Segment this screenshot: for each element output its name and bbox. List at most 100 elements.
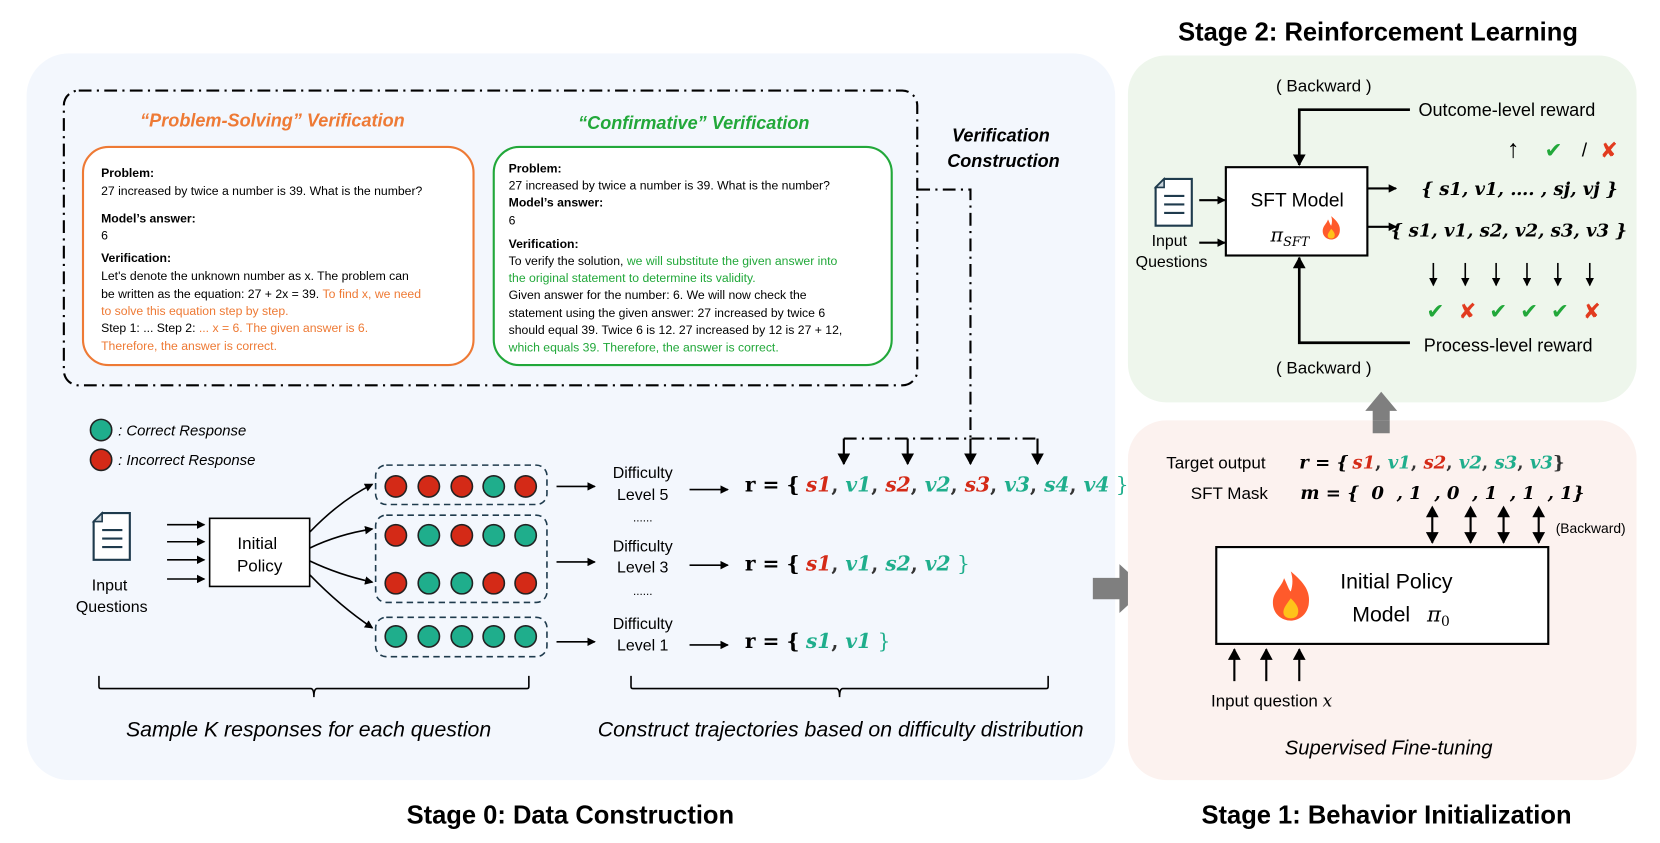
supervised-finetuning-caption: Supervised Fine-tuning: [1285, 738, 1494, 760]
separator: ,: [1446, 452, 1459, 473]
outcome-feedback-line: [1292, 108, 1410, 167]
input-questions-label: Input Questions: [76, 578, 148, 616]
trajectory-token: s1: [805, 473, 831, 497]
cross-icon: ✘: [1458, 299, 1476, 323]
correct-response-dot: [514, 625, 538, 648]
check-icon: ✔: [1427, 299, 1445, 323]
verification-text-line: Model’s answer:: [509, 196, 604, 210]
separator: ,: [1482, 452, 1495, 473]
r-prefix: r = {: [745, 551, 800, 575]
trajectory-token: s4: [1043, 473, 1069, 497]
field-heading: Model’s answer:: [101, 212, 196, 226]
brace-construct: [630, 675, 1049, 698]
legend-incorrect-dot: [89, 448, 113, 472]
incorrect-response-dot: [417, 474, 441, 498]
outcome-slash: /: [1582, 141, 1588, 162]
separator: ,: [1030, 473, 1044, 497]
closing-brace: }: [1109, 473, 1128, 497]
brace-sample: [98, 675, 530, 698]
incorrect-response-dot: [450, 474, 474, 498]
verification-insert-arrows: [837, 438, 1044, 466]
verification-text-line: be written as the equation: 27 + 2x = 39…: [101, 287, 421, 301]
text-segment: Step 1: ... Step 2:: [101, 321, 199, 335]
trajectory-token: v1: [845, 629, 871, 653]
verification-text-line: should equal 39. Twice 6 is 12. 27 incre…: [509, 323, 843, 337]
input-question-arrows: [1227, 648, 1306, 682]
verification-text-line: 6: [509, 214, 516, 228]
highlighted-text: which equals 39. Therefore, the answer i…: [508, 340, 779, 354]
initial-policy-model-box: [1215, 546, 1550, 645]
sampled-response-groups: [374, 464, 548, 658]
trajectory-formula: r = {s1, v1 }: [745, 629, 891, 653]
highlighted-text: to solve this equation step by step.: [101, 304, 288, 318]
target-token: s2: [1422, 452, 1446, 473]
verification-text-line: the original statement to determine its …: [509, 271, 756, 285]
check-icon: ✔: [1489, 299, 1507, 323]
separator: ,: [831, 473, 845, 497]
response-group: [374, 616, 548, 658]
verification-text-line: To verify the solution, we will substitu…: [509, 254, 838, 268]
stage0-title: Stage 0: Data Construction: [407, 802, 735, 830]
field-heading: Verification:: [101, 251, 171, 265]
confirmative-title: “Confirmative” Verification: [578, 113, 809, 133]
separator: ,: [1411, 452, 1424, 473]
output-example-trajectory: { s1, v1, s2, v2, s3, v3 }: [1391, 220, 1627, 241]
verification-text-line: to solve this equation step by step.: [101, 304, 288, 318]
ellipsis: ......: [633, 512, 652, 525]
verification-text-line: Step 1: ... Step 2: ... x = 6. The given…: [101, 321, 368, 335]
target-prefix: r = {: [1299, 452, 1348, 473]
stage1-backward-label: (Backward): [1556, 520, 1626, 536]
correct-response-dot: [482, 474, 506, 498]
text-segment: should equal 39. Twice 6 is 12. 27 incre…: [509, 323, 843, 337]
process-rewards: ✔✘✔✔✔✘: [1427, 262, 1601, 323]
verification-construction-label: Verification Construction: [947, 126, 1059, 172]
initial-policy-label: Initial Policy: [237, 534, 283, 575]
response-group: [374, 514, 548, 604]
correct-response-dot: [417, 625, 441, 648]
trajectory-token: v4: [1084, 473, 1110, 497]
trajectory-token: v1: [845, 551, 871, 575]
target-token: v1: [1388, 452, 1411, 473]
separator: ,: [911, 473, 925, 497]
separator: }: [1553, 452, 1565, 473]
response-group: [374, 464, 548, 506]
field-heading: Model’s answer:: [509, 196, 604, 210]
text-segment: 6: [509, 214, 516, 228]
correct-response-dot: [450, 625, 474, 648]
separator: ,: [990, 473, 1004, 497]
target-output-formula: r = {s1, v1, s2, v2, s3, v3}: [1299, 452, 1564, 473]
stage-arrow-stem: [1372, 420, 1390, 434]
text-segment: 27 increased by twice a number is 39. Wh…: [101, 184, 422, 198]
target-token: v2: [1459, 452, 1482, 473]
field-heading: Problem:: [509, 162, 562, 176]
verification-dashdot-frame: [62, 89, 919, 387]
incorrect-response-dot: [384, 571, 408, 595]
highlighted-text: To find x, we need: [323, 287, 422, 301]
target-token: v3: [1530, 452, 1553, 473]
trajectory-formula: r = {s1, v1, s2, v2, s3, v3, s4, v4 }: [745, 473, 1129, 497]
confirmative-box: [492, 145, 893, 367]
caption-sample-k: Sample K responses for each question: [126, 717, 491, 741]
text-segment: Given answer for the number: 6. We will …: [509, 288, 807, 302]
outcome-check-icon: ✔: [1545, 139, 1563, 163]
correct-response-dot: [482, 523, 506, 547]
verification-text-line: Model’s answer:: [101, 212, 196, 226]
backward-top-label: ( Backward ): [1276, 77, 1372, 96]
verification-text-line: Problem:: [509, 162, 562, 176]
separator: ,: [1375, 452, 1388, 473]
text-segment: statement using the given answer: 27 inc…: [509, 306, 826, 320]
text-segment: 6: [101, 229, 108, 243]
text-segment: 27 increased by twice a number is 39. Wh…: [509, 179, 830, 193]
highlighted-text: ... x = 6. The given answer is 6.: [199, 321, 368, 335]
incorrect-response-dot: [514, 571, 538, 595]
verification-text-line: Therefore, the answer is correct.: [101, 339, 277, 353]
ellipsis: ......: [633, 585, 652, 598]
incorrect-response-dot: [450, 523, 474, 547]
initial-policy-symbol: π0: [1426, 603, 1450, 630]
verification-text-line: Problem:: [101, 166, 154, 180]
stage2-title: Stage 2: Reinforcement Learning: [1178, 19, 1578, 47]
trajectory-token: s3: [964, 473, 990, 497]
